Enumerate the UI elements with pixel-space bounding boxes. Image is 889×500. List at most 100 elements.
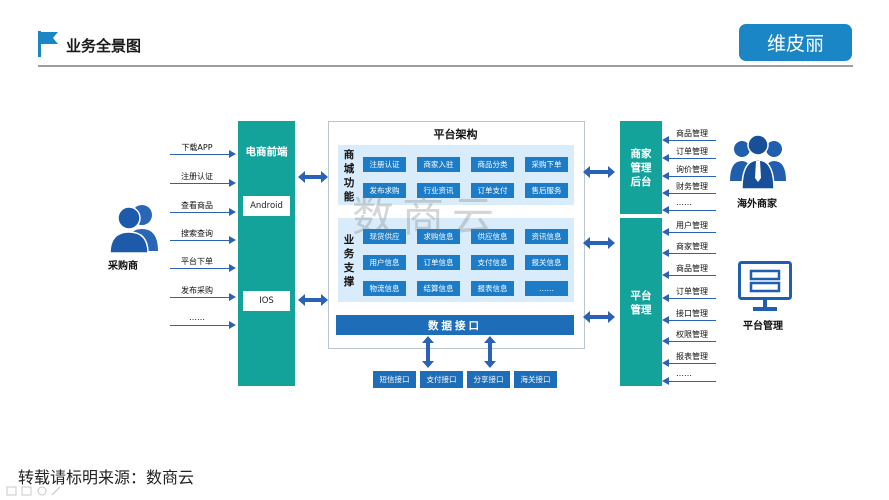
arrow-head	[662, 294, 669, 302]
arrow-head	[662, 189, 669, 197]
buyer-group-icon	[109, 205, 158, 253]
arrow-line	[170, 154, 229, 155]
arrow-line	[668, 232, 716, 233]
arrow-line	[170, 325, 229, 326]
merchant-admin-column	[620, 121, 662, 214]
merchant-item-label: 商品管理	[676, 129, 708, 138]
arrow-head	[662, 136, 669, 144]
platform-item-label: 商家管理	[676, 242, 708, 251]
biz-cell: 供应信息	[471, 229, 514, 244]
data-interface-bar: 数据接口	[336, 315, 574, 335]
arrow-head	[662, 154, 669, 162]
arrow-line	[668, 320, 716, 321]
android-box: Android	[243, 196, 290, 216]
biz-cell: 现货供应	[363, 229, 406, 244]
biz-cell: 资讯信息	[525, 229, 568, 244]
biz-cell: 用户信息	[363, 255, 406, 270]
mall-label: 商城功能	[343, 149, 355, 203]
merchant-admin-title: 商家管理后台	[630, 148, 652, 188]
arrow-line	[668, 298, 716, 299]
arrow-head	[662, 228, 669, 236]
merchant-item-label: 询价管理	[676, 165, 708, 174]
merchant-label: 海外商家	[737, 199, 777, 210]
flag-icon	[38, 31, 58, 57]
double-arrow-icon	[583, 237, 615, 249]
arrow-head	[662, 271, 669, 279]
input-label: 搜索查询	[181, 229, 213, 238]
arrow-line	[668, 176, 716, 177]
arrow-line	[170, 268, 229, 269]
platform-item-label: 报表管理	[676, 352, 708, 361]
input-label: 下载APP	[181, 143, 213, 152]
arrow-head	[662, 249, 669, 257]
arrow-line	[668, 193, 716, 194]
arrow-head	[229, 150, 236, 158]
input-label: 注册认证	[181, 172, 213, 181]
merchant-item-label: 订单管理	[676, 147, 708, 156]
double-arrow-icon	[298, 294, 328, 306]
arrow-line	[170, 297, 229, 298]
mall-cell: 发布求购	[363, 183, 406, 198]
platform-admin-title: 平台管理	[630, 290, 652, 316]
header-divider	[38, 65, 853, 67]
mall-cell: 商品分类	[471, 157, 514, 172]
merchant-item-label: 财务管理	[676, 182, 708, 191]
double-arrow-icon	[583, 166, 615, 178]
arrow-line	[668, 363, 716, 364]
arrow-head	[662, 172, 669, 180]
interface-box: 分享接口	[467, 371, 510, 388]
interface-box: 短信接口	[373, 371, 416, 388]
merchant-group-icon	[730, 134, 786, 190]
mall-cell: 商家入驻	[417, 157, 460, 172]
biz-cell: 报关信息	[525, 255, 568, 270]
brand-badge: 维皮丽	[739, 24, 852, 61]
platform-title: 平台架构	[433, 128, 478, 141]
buyer-label: 采购商	[108, 261, 138, 272]
arrow-head	[229, 208, 236, 216]
arrow-line	[668, 253, 716, 254]
arrow-head	[229, 179, 236, 187]
biz-cell: 订单信息	[417, 255, 460, 270]
arrow-head	[229, 321, 236, 329]
interface-box: 海关接口	[514, 371, 557, 388]
vertical-double-arrow-icon	[422, 336, 434, 368]
biz-cell: 支付信息	[471, 255, 514, 270]
input-label: ……	[189, 313, 205, 322]
mall-cell: 采购下单	[525, 157, 568, 172]
platform-admin-label: 平台管理	[743, 321, 783, 332]
arrow-head	[662, 359, 669, 367]
arrow-head	[229, 236, 236, 244]
platform-item-label: 商品管理	[676, 264, 708, 273]
interface-box: 支付接口	[420, 371, 463, 388]
biz-cell: 物流信息	[363, 281, 406, 296]
platform-item-label: 用户管理	[676, 221, 708, 230]
frontend-column	[238, 121, 295, 386]
arrow-line	[668, 210, 716, 211]
biz-cell: ……	[525, 281, 568, 296]
platform-item-label: 权限管理	[676, 330, 708, 339]
arrow-line	[668, 158, 716, 159]
toolbar-icons	[6, 486, 61, 496]
platform-item-label: ……	[676, 369, 692, 378]
mall-cell: 注册认证	[363, 157, 406, 172]
input-label: 发布采购	[181, 286, 213, 295]
arrow-head	[662, 377, 669, 385]
input-label: 平台下单	[181, 257, 213, 266]
arrow-head	[229, 293, 236, 301]
platform-item-label: 订单管理	[676, 287, 708, 296]
arrow-head	[662, 206, 669, 214]
watermark: 数商云	[352, 192, 503, 241]
platform-item-label: 接口管理	[676, 309, 708, 318]
arrow-head	[229, 264, 236, 272]
arrow-line	[170, 183, 229, 184]
arrow-line	[668, 275, 716, 276]
biz-cell: 报表信息	[471, 281, 514, 296]
platform-admin-column	[620, 218, 662, 386]
ios-box: IOS	[243, 291, 290, 311]
biz-label: 业务支撑	[343, 234, 355, 288]
source-note: 转载请标明来源：数商云	[18, 468, 195, 487]
mall-cell: 行业资讯	[417, 183, 460, 198]
arrow-line	[170, 212, 229, 213]
arrow-line	[668, 140, 716, 141]
arrow-head	[662, 337, 669, 345]
